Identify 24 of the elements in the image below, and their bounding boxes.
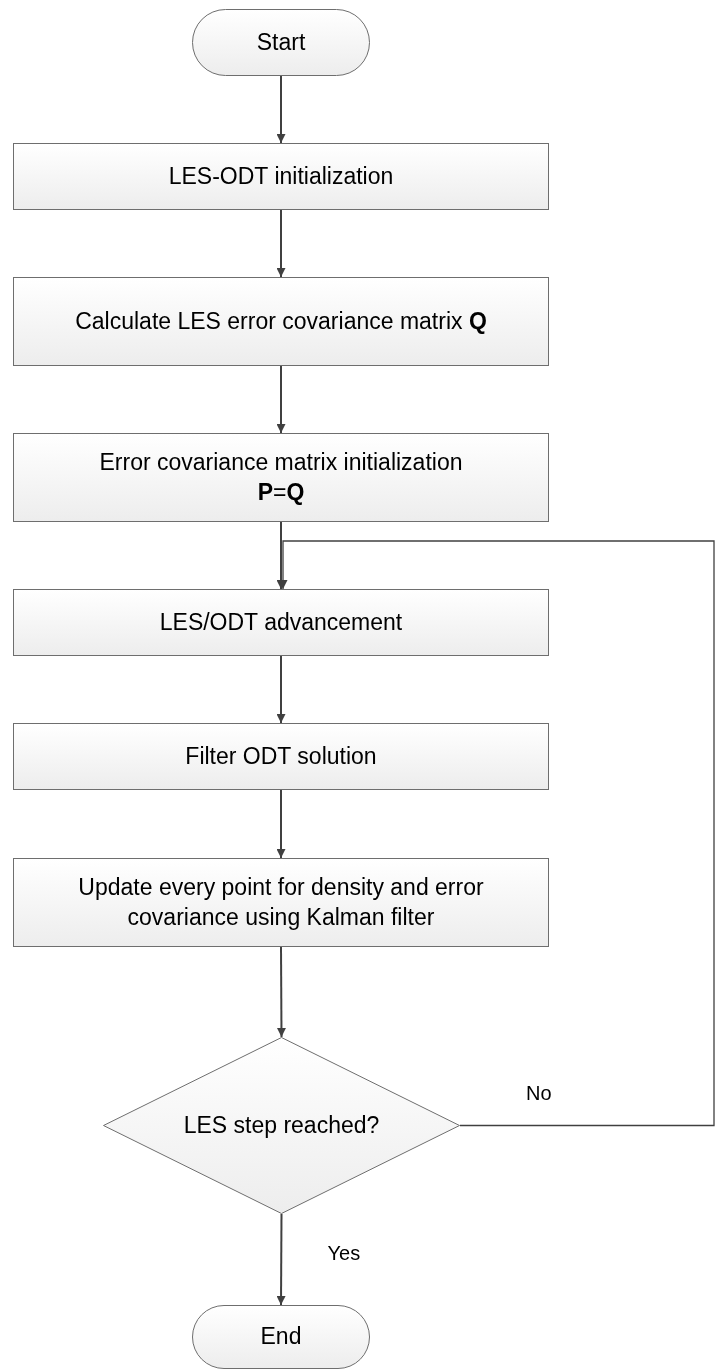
process-box	[13, 858, 549, 947]
process-box	[13, 723, 549, 790]
node-text: LES step reached?	[182, 1110, 381, 1140]
node-text: Error covariance matrix initialization	[98, 447, 464, 477]
node-text: Calculate LES error covariance matrix Q	[74, 306, 488, 336]
decision-diamond	[103, 1037, 460, 1214]
node-text: Filter ODT solution	[184, 741, 378, 771]
arrow	[276, 789, 286, 859]
arrow	[276, 1213, 286, 1306]
arrow	[276, 655, 286, 724]
node-text: LES-ODT initialization	[167, 161, 395, 191]
arrow	[276, 946, 286, 1038]
node-text: Update every point for density and error covariance using Kalman filter	[77, 872, 485, 932]
process-box	[13, 589, 549, 656]
process-box	[13, 277, 549, 366]
node-text: Start	[255, 27, 307, 57]
node-text: LES/ODT advancement	[158, 607, 404, 637]
arrow	[276, 209, 286, 278]
arrow	[276, 365, 286, 434]
formula-text: P=Q	[256, 477, 306, 507]
arrow	[276, 75, 286, 144]
process-box	[13, 143, 549, 210]
process-box	[13, 433, 549, 522]
node-text: End	[259, 1322, 303, 1352]
